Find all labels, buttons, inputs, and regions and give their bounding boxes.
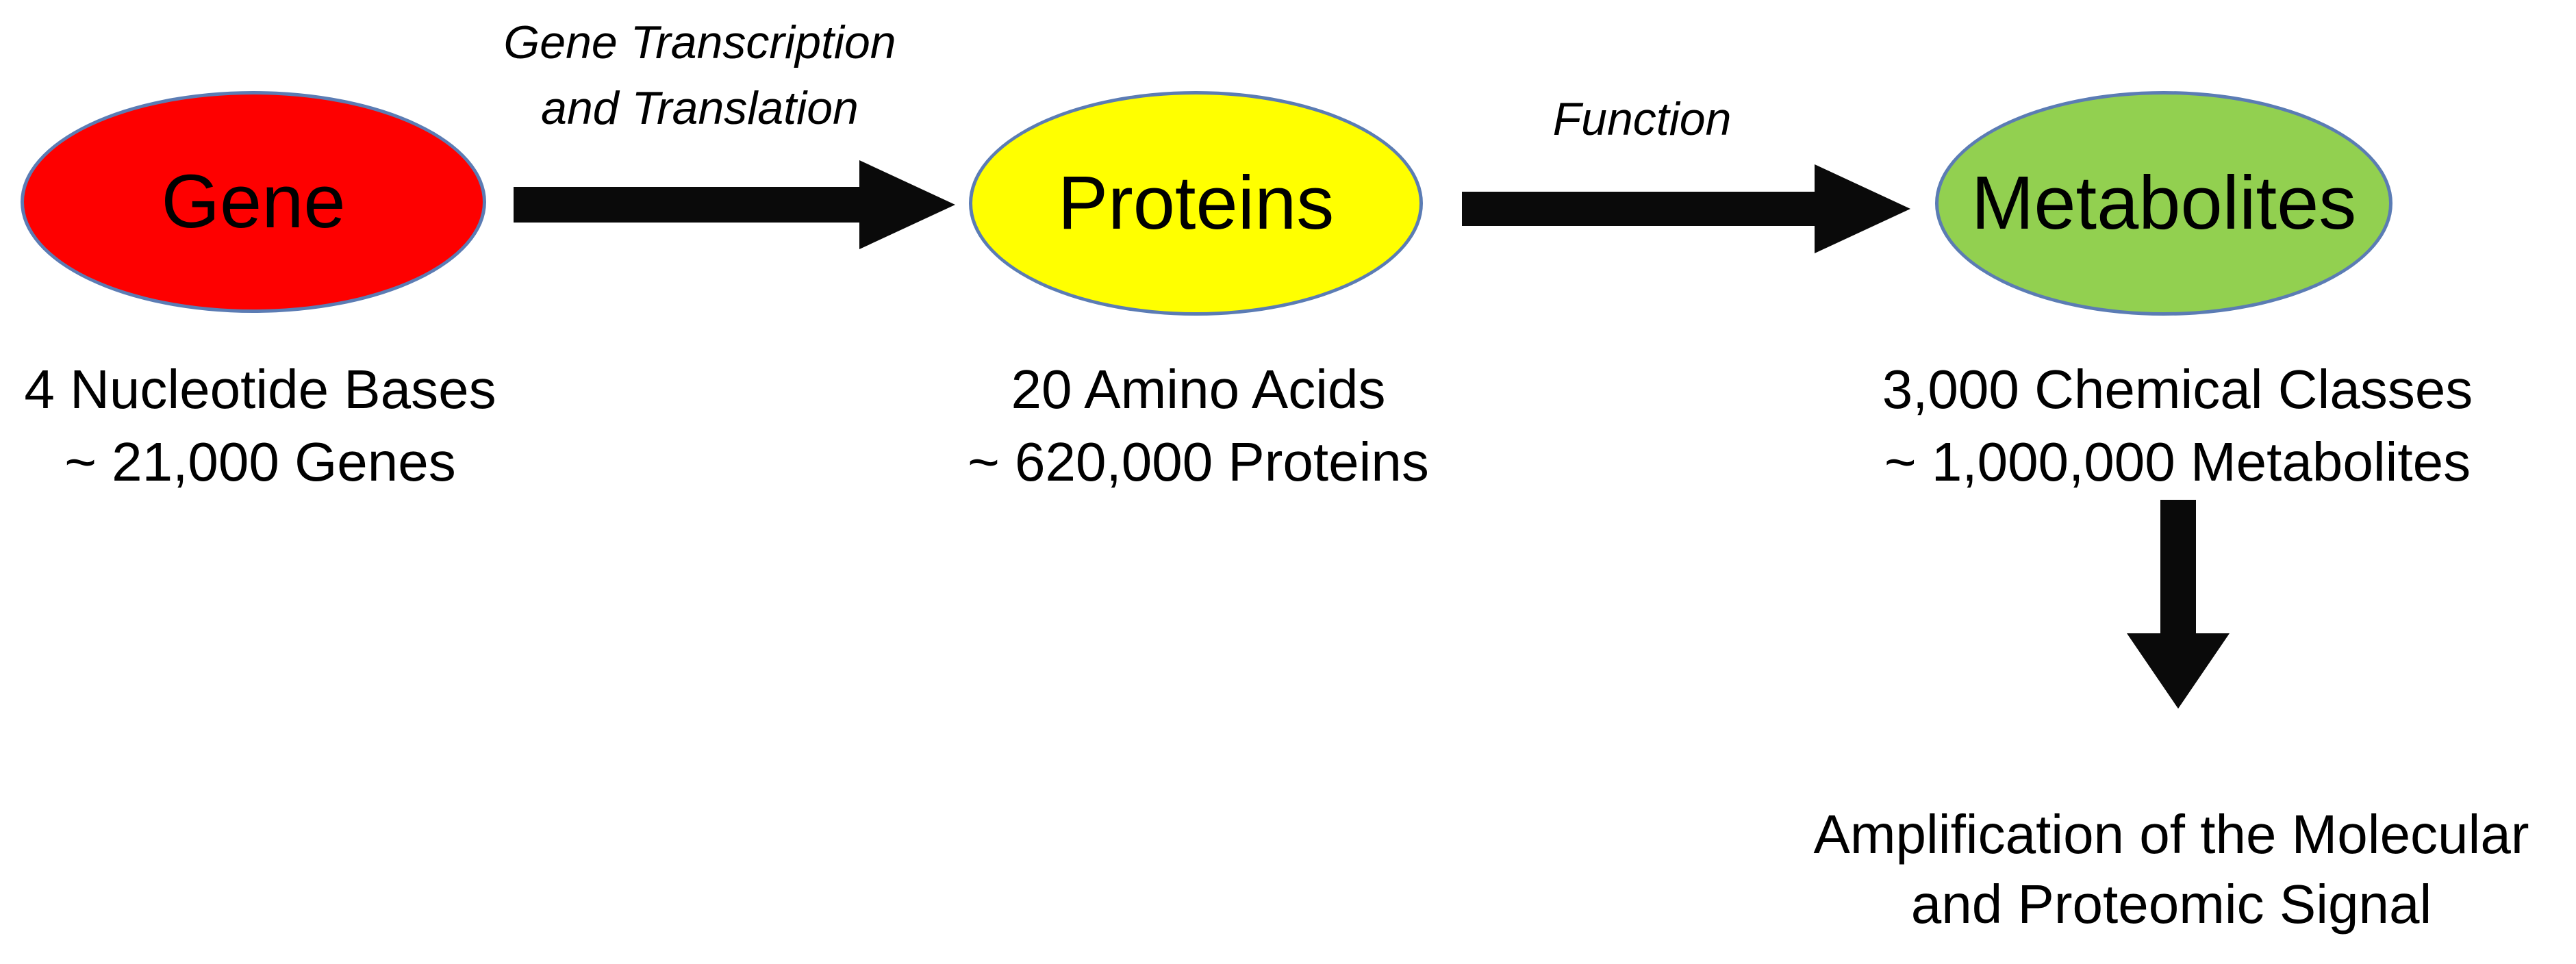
gene-transcription-translation-label: Gene Transcription and Translation (426, 10, 974, 141)
metabolites-ellipse: Metabolites (1935, 91, 2392, 316)
gene-ellipse-label: Gene (161, 160, 346, 244)
arrow-shaft (514, 187, 859, 223)
caption-line: Amplification of the Molecular (1813, 804, 2529, 865)
caption-line: 3,000 Chemical Classes (1882, 359, 2473, 420)
metabolites-ellipse-label: Metabolites (1971, 161, 2357, 245)
label-line: Gene Transcription (503, 16, 896, 68)
caption-line: 4 Nucleotide Bases (24, 359, 496, 420)
caption-line: and Proteomic Signal (1910, 874, 2432, 935)
arrow-shaft (2160, 500, 2196, 633)
label-line: and Translation (541, 82, 859, 134)
arrow-shaft (1462, 192, 1815, 226)
proteins-ellipse-label: Proteins (1057, 161, 1335, 245)
arrow-right-head-icon (1815, 164, 1910, 253)
caption-line: ~ 620,000 Proteins (968, 431, 1429, 492)
caption-line: ~ 1,000,000 Metabolites (1884, 431, 2471, 492)
amplification-caption: Amplification of the Molecular and Prote… (1739, 800, 2576, 939)
caption-line: ~ 21,000 Genes (64, 431, 456, 492)
caption-line: 20 Amino Acids (1011, 359, 1386, 420)
gene-ellipse: Gene (21, 91, 486, 313)
metabolites-caption: 3,000 Chemical Classes ~ 1,000,000 Metab… (1821, 353, 2534, 498)
proteins-caption: 20 Amino Acids ~ 620,000 Proteins (918, 353, 1479, 498)
function-label: Function (1437, 86, 1847, 152)
gene-caption: 4 Nucleotide Bases ~ 21,000 Genes (0, 353, 520, 498)
proteins-ellipse: Proteins (969, 91, 1423, 316)
arrow-right-head-icon (859, 160, 955, 249)
label-line: Function (1552, 93, 1732, 145)
arrow-down-head-icon (2127, 633, 2230, 709)
